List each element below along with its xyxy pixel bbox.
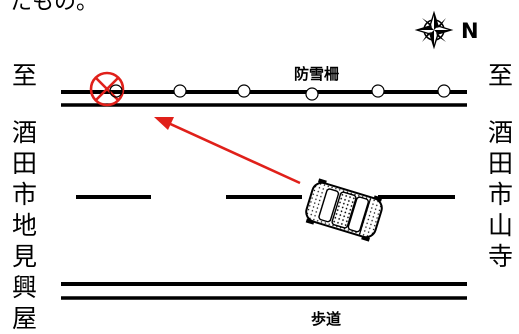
snow-fence-post	[371, 84, 385, 98]
prohibited-circle-icon	[89, 71, 125, 107]
vehicle-path-arrow	[154, 117, 301, 185]
right-destination-prefix: 至	[488, 61, 514, 90]
right-destination-char: 寺	[488, 242, 514, 271]
right-destination-char: 山	[488, 211, 514, 240]
left-destination-char: 見	[12, 242, 38, 271]
snow-fence-label: 防雪柵	[294, 65, 339, 83]
left-destination-char: 酒	[12, 118, 38, 147]
car-icon	[305, 178, 383, 242]
right-destination-char: 酒	[488, 118, 514, 147]
left-destination-char: 市	[12, 180, 38, 209]
right-destination-label: 至 酒 田 市 山 寺	[488, 60, 513, 272]
north-label: N	[461, 19, 479, 43]
left-destination-char: 屋	[12, 304, 38, 333]
header-text-fragment: たもの。	[10, 0, 99, 15]
left-destination-label: 至 酒 田 市 地 見 興 屋	[12, 60, 37, 334]
right-destination-char: 市	[488, 180, 514, 209]
snow-fence-post	[437, 84, 451, 98]
left-destination-char: 田	[12, 149, 38, 178]
left-destination-char: 興	[12, 273, 38, 302]
compass-rose-icon	[414, 10, 454, 50]
snow-fence-post	[173, 84, 187, 98]
left-destination-char: 地	[12, 211, 38, 240]
right-destination-char: 田	[488, 149, 514, 178]
left-destination-prefix: 至	[12, 61, 38, 90]
snow-fence-post	[237, 84, 251, 98]
snow-fence-post	[305, 87, 319, 101]
sidewalk-label: 歩道	[311, 310, 341, 328]
